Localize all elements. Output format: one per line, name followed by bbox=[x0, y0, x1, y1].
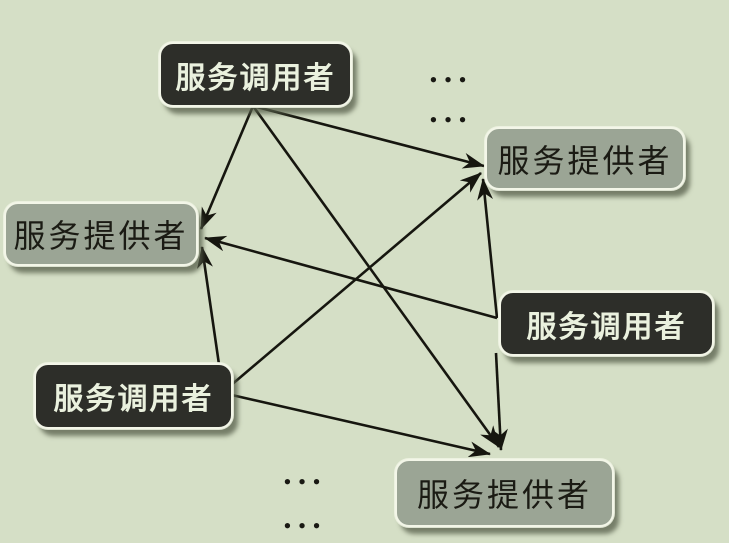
node-provider-top-right: 服务提供者 bbox=[485, 127, 685, 190]
edge-caller-right-to-provider-top-right bbox=[477, 178, 499, 319]
node-provider-bottom: 服务提供者 bbox=[395, 459, 614, 527]
ellipsis-more-top-outer: ••• bbox=[428, 71, 473, 90]
node-caller-top-left: 服务调用者 bbox=[159, 42, 352, 107]
edge-caller-bottom-left-to-provider-top-right bbox=[222, 172, 482, 393]
edge-caller-top-left-to-provider-left bbox=[199, 105, 255, 230]
node-label: 服务调用者 bbox=[53, 382, 214, 417]
edge-caller-top-left-to-provider-top-right bbox=[252, 104, 485, 169]
node-label: 服务调用者 bbox=[175, 60, 336, 96]
ellipsis-more-bottom-outer: ••• bbox=[282, 517, 327, 536]
node-label: 服务提供者 bbox=[497, 141, 673, 180]
edge-caller-right-to-provider-left bbox=[204, 235, 498, 320]
edge-caller-right-to-provider-bottom bbox=[491, 352, 508, 451]
edge-caller-bottom-left-to-provider-bottom bbox=[222, 391, 491, 458]
ellipsis-more-bottom-inner: ••• bbox=[282, 473, 327, 492]
node-caller-bottom-left: 服务调用者 bbox=[34, 363, 233, 429]
node-provider-left: 服务提供者 bbox=[4, 202, 198, 266]
ellipsis-more-top-inner: ••• bbox=[428, 111, 473, 130]
node-label: 服务提供者 bbox=[416, 476, 592, 514]
node-caller-right: 服务调用者 bbox=[499, 291, 714, 356]
node-label: 服务提供者 bbox=[13, 217, 189, 255]
node-label: 服务调用者 bbox=[526, 309, 687, 345]
edge-caller-top-left-to-provider-bottom bbox=[251, 105, 501, 448]
